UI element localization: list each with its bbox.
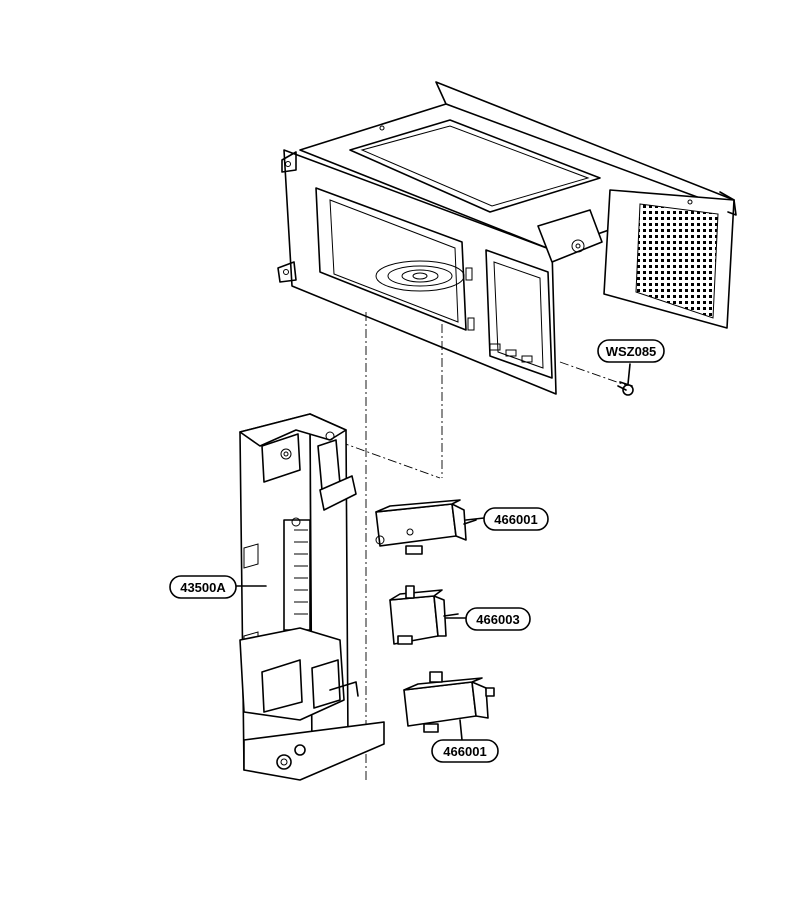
callout-label-wsz085: WSZ085 [606, 344, 657, 359]
alignment-lines [339, 312, 629, 780]
door-latch-board [239, 413, 385, 781]
callout-466003: 466003 [445, 607, 531, 631]
callout-wsz085: WSZ085 [597, 339, 665, 385]
callout-466001-top: 466001 [465, 507, 549, 531]
microwave-cabinet [277, 81, 737, 395]
micro-switch-bottom [403, 671, 495, 733]
callout-label-466003: 466003 [476, 612, 519, 627]
micro-switch-middle [389, 585, 459, 645]
callout-43500a: 43500A [169, 575, 267, 599]
screw-part [617, 381, 634, 396]
micro-switch-top [375, 499, 477, 555]
latch-rack [283, 517, 311, 631]
callout-label-466001-top: 466001 [494, 512, 537, 527]
callout-466001-bottom: 466001 [431, 719, 499, 763]
callout-label-466001-bottom: 466001 [443, 744, 486, 759]
callout-label-43500a: 43500A [180, 580, 226, 595]
